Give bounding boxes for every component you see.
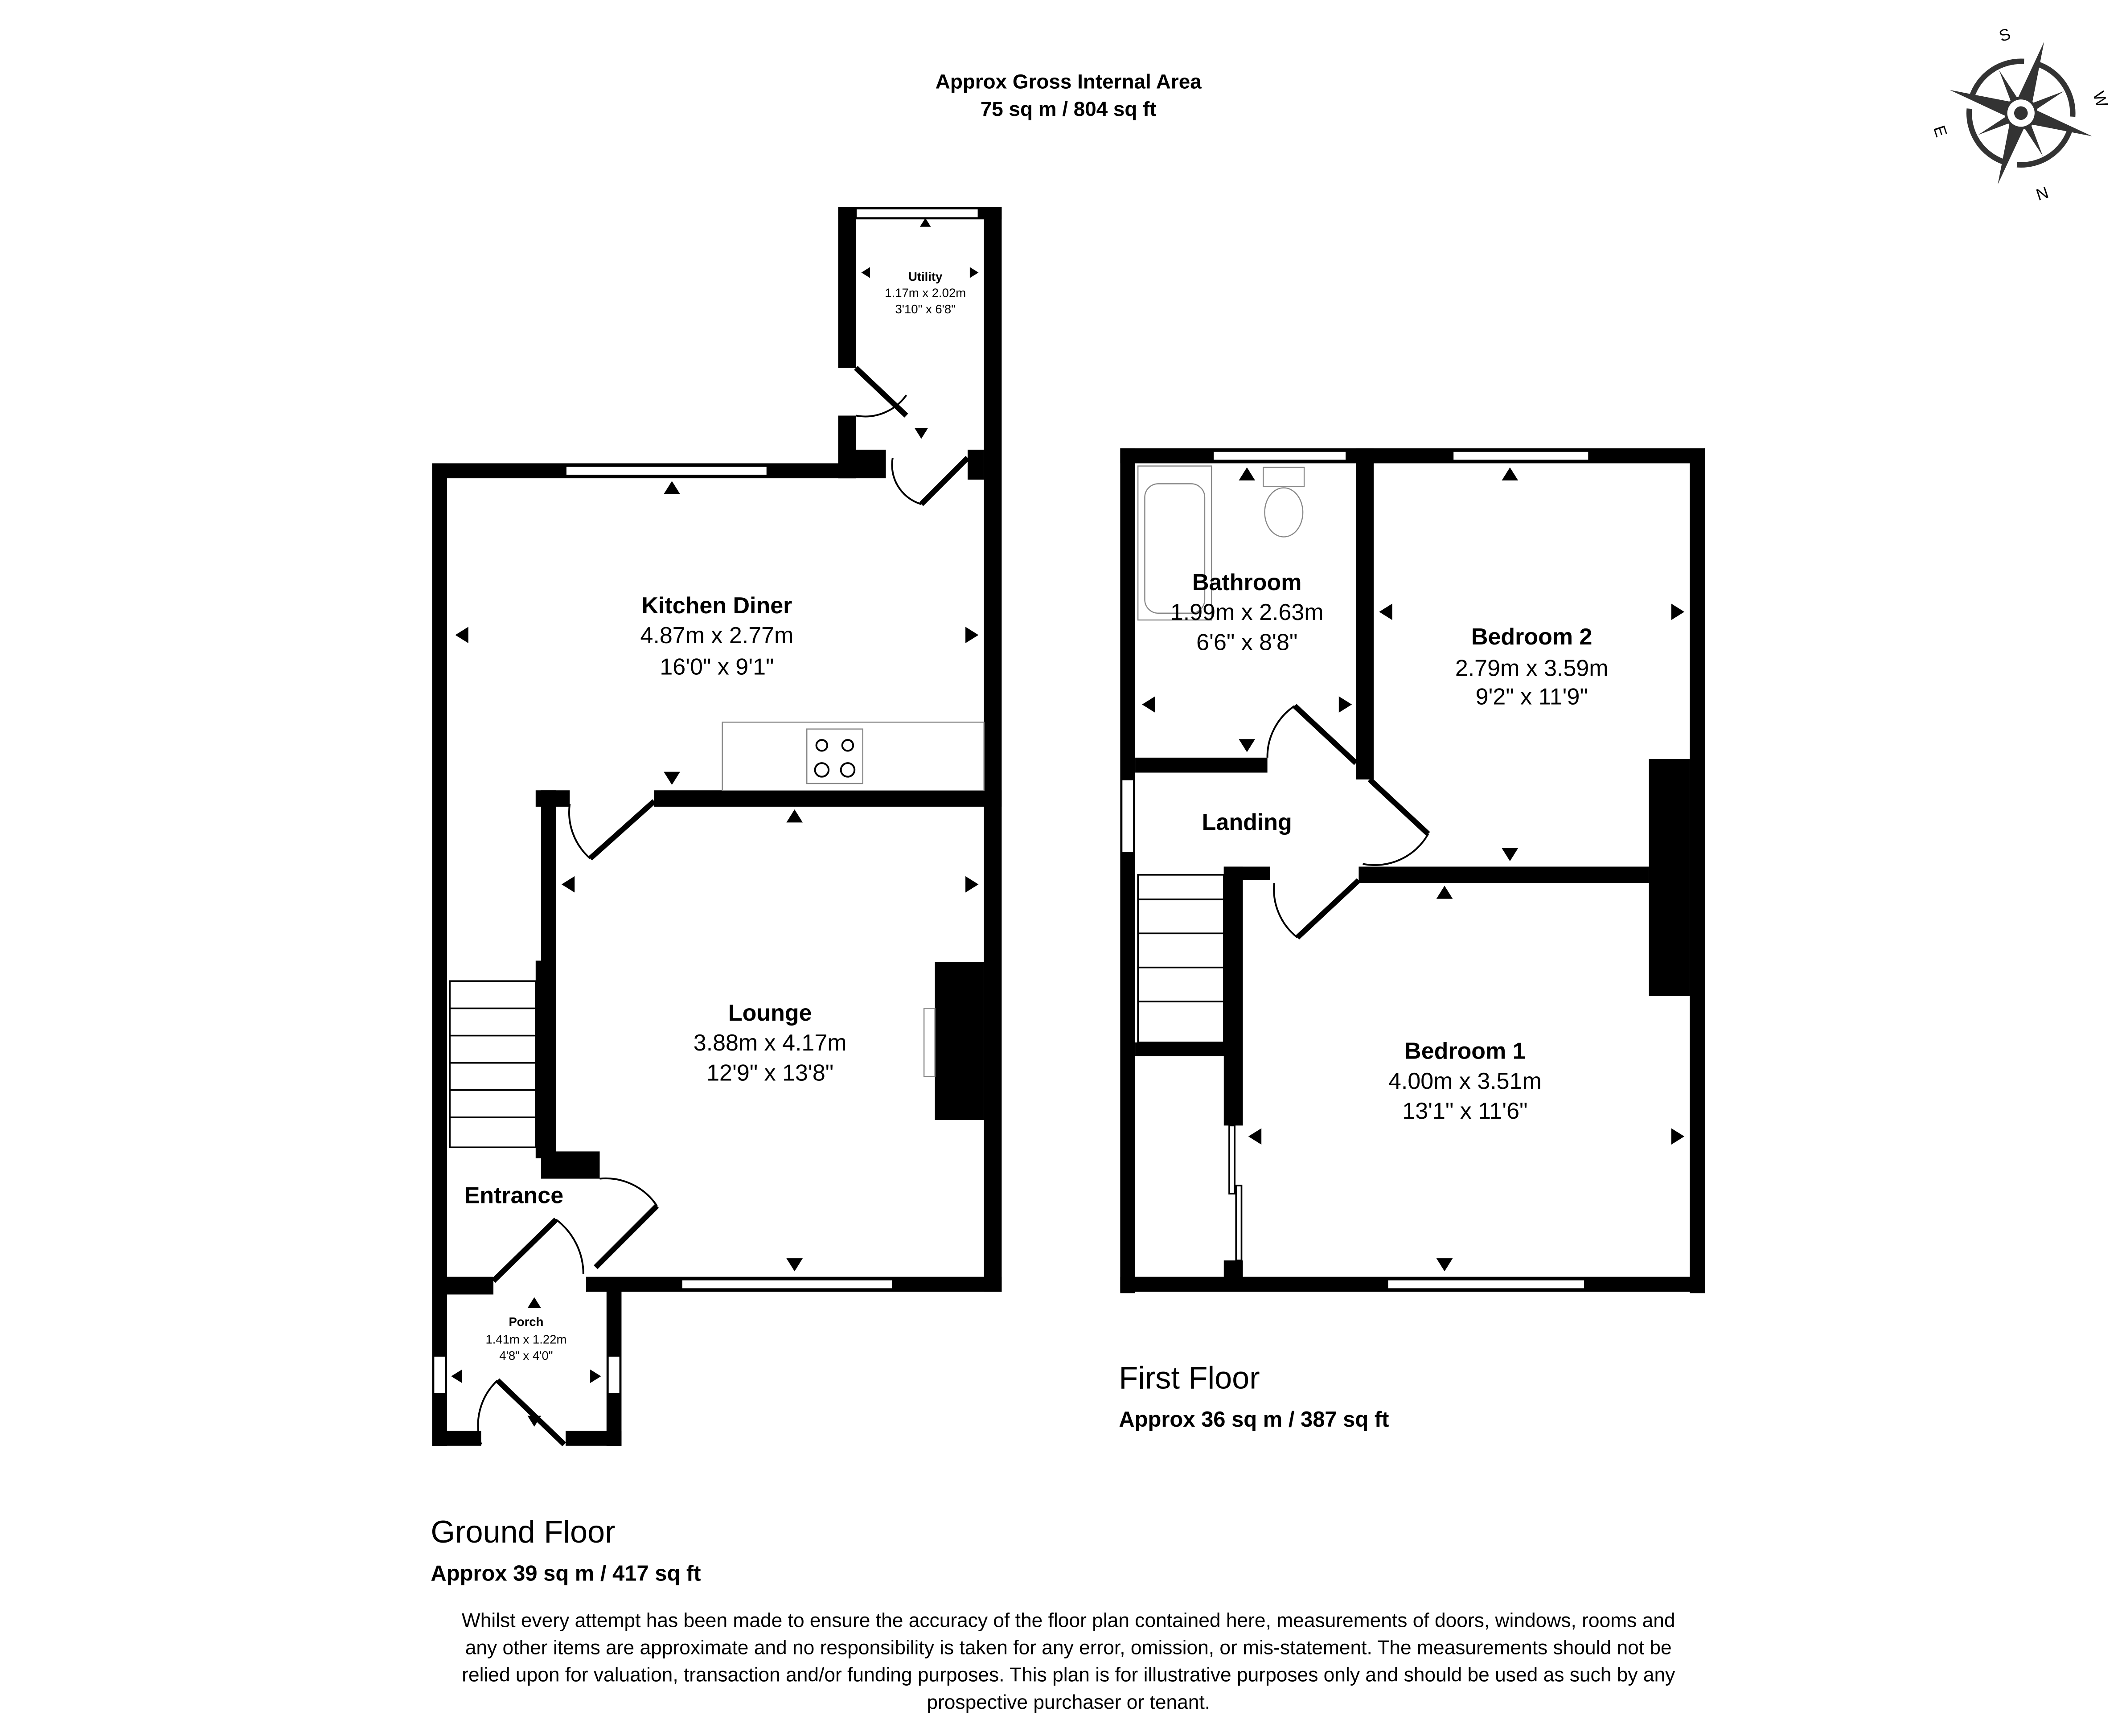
- window: [607, 1355, 621, 1395]
- first-stairs: [1137, 874, 1225, 1043]
- disclaimer: Whilst every attempt has been made to en…: [462, 1609, 1675, 1713]
- first-floor-doors: [1266, 704, 1430, 940]
- window: [1120, 778, 1135, 854]
- dimension-arrow-icon: [664, 772, 680, 785]
- room-bedroom-2: Bedroom 2 2.79m x 3.59m 9'2" x 11'9": [1455, 624, 1609, 710]
- window: [565, 465, 768, 476]
- ground-floor-area: Approx 39 sq m / 417 sq ft: [431, 1561, 701, 1585]
- toilet: [1263, 467, 1305, 487]
- dimension-arrow-icon: [1671, 603, 1685, 620]
- dimension-arrow-icon: [1436, 886, 1453, 899]
- kitchen-counter: [722, 722, 985, 791]
- room-metric: 1.41m x 1.22m: [485, 1332, 566, 1346]
- dimension-arrow-icon: [965, 627, 979, 644]
- room-imperial: 16'0" x 9'1": [660, 654, 774, 680]
- room-bedroom-1: Bedroom 1 4.00m x 3.51m 13'1" x 11'6": [1388, 1038, 1542, 1125]
- first-floor-area: Approx 36 sq m / 387 sq ft: [1119, 1408, 1389, 1432]
- window: [432, 1355, 447, 1395]
- room-name: Utility: [908, 270, 943, 283]
- compass-s: S: [1997, 25, 2013, 45]
- first-floor-windows: [1120, 450, 1590, 1290]
- room-imperial: 6'6" x 8'8": [1196, 629, 1297, 655]
- room-metric: 4.87m x 2.77m: [640, 623, 794, 648]
- dimension-arrow-icon: [561, 876, 575, 893]
- dimension-arrow-icon: [1239, 467, 1256, 481]
- room-entrance: Entrance: [464, 1183, 563, 1209]
- room-imperial: 9'2" x 11'9": [1476, 684, 1588, 710]
- disclaimer-line: Whilst every attempt has been made to en…: [462, 1609, 1675, 1631]
- dimension-arrow-icon: [1248, 1128, 1262, 1145]
- compass-n: N: [2034, 183, 2051, 204]
- dimension-arrow-icon: [664, 481, 680, 494]
- window: [855, 207, 980, 219]
- bathroom-fixtures: [1137, 465, 1305, 621]
- room-bathroom: Bathroom 1.99m x 2.63m 6'6" x 8'8": [1170, 570, 1324, 656]
- header-area: 75 sq m / 804 sq ft: [981, 97, 1157, 120]
- disclaimer-line: prospective purchaser or tenant.: [927, 1691, 1210, 1713]
- room-name: Bedroom 1: [1404, 1038, 1525, 1064]
- room-kitchen-diner: Kitchen Diner 4.87m x 2.77m 16'0" x 9'1": [640, 593, 794, 680]
- room-imperial: 4'8" x 4'0": [499, 1349, 553, 1363]
- room-landing: Landing: [1202, 809, 1292, 835]
- room-imperial: 13'1" x 11'6": [1402, 1098, 1527, 1124]
- room-metric: 4.00m x 3.51m: [1388, 1068, 1542, 1094]
- dimension-arrow-icon: [590, 1369, 601, 1383]
- room-name: Lounge: [728, 1000, 812, 1026]
- dimension-arrow-icon: [455, 627, 468, 644]
- room-lounge: Lounge 3.88m x 4.17m 12'9" x 13'8": [694, 1000, 847, 1086]
- window: [1452, 450, 1590, 462]
- ground-floor-windows: [432, 207, 980, 1395]
- dimension-arrows: [451, 218, 1685, 1427]
- room-name: Bathroom: [1192, 570, 1301, 595]
- dimension-arrow-icon: [786, 1258, 803, 1272]
- disclaimer-line: any other items are approximate and no r…: [465, 1637, 1672, 1659]
- ground-stairs: [449, 980, 537, 1149]
- compass-icon: S W N E: [1930, 25, 2112, 204]
- dimension-arrow-icon: [451, 1369, 462, 1383]
- dimension-arrow-icon: [1436, 1258, 1453, 1272]
- compass-e: E: [1930, 123, 1951, 140]
- window: [1212, 450, 1347, 462]
- window: [681, 1278, 894, 1290]
- dimension-arrow-icon: [527, 1297, 542, 1309]
- dimension-arrow-icon: [1239, 739, 1256, 752]
- dimension-arrow-icon: [1502, 848, 1519, 862]
- dimension-arrow-icon: [861, 267, 870, 278]
- room-metric: 2.79m x 3.59m: [1455, 655, 1609, 681]
- disclaimer-line: relied upon for valuation, transaction a…: [462, 1664, 1675, 1686]
- dimension-arrow-icon: [969, 267, 979, 278]
- dimension-arrow-icon: [1338, 696, 1352, 713]
- ground-floor-doors: [477, 366, 970, 1447]
- room-metric: 3.88m x 4.17m: [694, 1030, 847, 1056]
- dimension-arrow-icon: [786, 809, 803, 823]
- room-imperial: 3'10" x 6'8": [895, 302, 956, 316]
- compass-w: W: [2089, 89, 2112, 110]
- dimension-arrow-icon: [527, 1416, 542, 1427]
- dimension-arrow-icon: [1502, 467, 1519, 481]
- room-name: Bedroom 2: [1471, 624, 1592, 650]
- ground-floor-label: Ground Floor: [431, 1514, 615, 1549]
- room-name: Kitchen Diner: [642, 593, 792, 619]
- room-utility: Utility 1.17m x 2.02m 3'10" x 6'8": [885, 270, 966, 316]
- room-porch: Porch 1.41m x 1.22m 4'8" x 4'0": [485, 1315, 566, 1363]
- room-imperial: 12'9" x 13'8": [706, 1060, 833, 1086]
- room-metric: 1.17m x 2.02m: [885, 286, 966, 300]
- first-floor-label: First Floor: [1119, 1360, 1260, 1395]
- dimension-arrow-icon: [1142, 696, 1155, 713]
- header-title: Approx Gross Internal Area: [936, 70, 1202, 93]
- dimension-arrow-icon: [1379, 603, 1392, 620]
- room-name: Porch: [509, 1315, 543, 1329]
- dimension-arrow-icon: [919, 218, 931, 227]
- room-metric: 1.99m x 2.63m: [1170, 599, 1324, 625]
- window: [1386, 1278, 1586, 1290]
- dimension-arrow-icon: [1671, 1128, 1685, 1145]
- dimension-arrow-icon: [965, 876, 979, 893]
- dimension-arrow-icon: [914, 427, 928, 439]
